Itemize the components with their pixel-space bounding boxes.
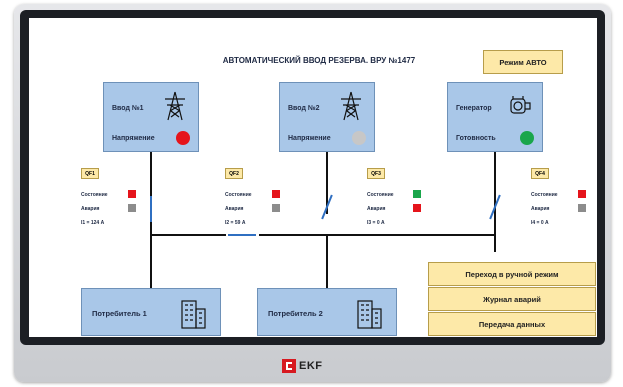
consumer-name: Потребитель 2 (268, 309, 323, 318)
source-input-1[interactable]: Ввод №1 Напряжение (103, 82, 199, 152)
qf1-state-label: Состояние (81, 192, 108, 198)
qf4-fault-indicator (578, 204, 586, 212)
qf3-current: I3 = 0 А (367, 220, 385, 226)
consumer2-feed-line (326, 236, 328, 288)
qf4-fault-label: Авария (531, 206, 550, 212)
bus-tie-switch (228, 234, 256, 236)
brand-logo: EKF (282, 357, 352, 375)
consumer-1[interactable]: Потребитель 1 (81, 288, 221, 336)
source2-feed-line (326, 152, 328, 214)
voltage-lamp (352, 131, 366, 145)
hmi-device: АВТОМАТИЧЕСКИЙ ВВОД РЕЗЕРВА. ВРУ №1477 Р… (14, 4, 611, 382)
power-tower-icon (165, 91, 185, 121)
control-panel: Переход в ручной режим Журнал аварий Пер… (428, 262, 596, 337)
source-status-label: Напряжение (112, 135, 155, 142)
qf4-label[interactable]: QF4 (531, 168, 549, 179)
main-bus-left (150, 234, 226, 236)
qf3-fault-label: Авария (367, 206, 386, 212)
source-name: Генератор (456, 105, 492, 112)
brand-name: EKF (299, 360, 323, 372)
qf2-label[interactable]: QF2 (225, 168, 243, 179)
consumer-2[interactable]: Потребитель 2 (257, 288, 397, 336)
ekf-logo-icon (282, 359, 296, 373)
qf1-current: I1 = 124 А (81, 220, 105, 226)
qf2-fault-indicator (272, 204, 280, 212)
source-input-2[interactable]: Ввод №2 Напряжение (279, 82, 375, 152)
screen-bezel: АВТОМАТИЧЕСКИЙ ВВОД РЕЗЕРВА. ВРУ №1477 Р… (20, 10, 605, 345)
qf1-label[interactable]: QF1 (81, 168, 99, 179)
qf2-fault-label: Авария (225, 206, 244, 212)
source-status-label: Напряжение (288, 135, 331, 142)
qf4-current: I4 = 0 А (531, 220, 549, 226)
page-title: АВТОМАТИЧЕСКИЙ ВВОД РЕЗЕРВА. ВРУ №1477 (222, 56, 416, 65)
qf2-state-label: Состояние (225, 192, 252, 198)
qf1-fault-label: Авария (81, 206, 100, 212)
source-name: Ввод №2 (288, 105, 320, 112)
consumer1-feed-line (150, 252, 152, 288)
building-icon (357, 300, 382, 329)
source-name: Ввод №1 (112, 105, 144, 112)
consumer-name: Потребитель 1 (92, 309, 147, 318)
main-bus-right (259, 234, 496, 236)
source-generator[interactable]: Генератор Готовность (447, 82, 543, 152)
qf3-label[interactable]: QF3 (367, 168, 385, 179)
data-transfer-button[interactable]: Передача данных (428, 312, 596, 336)
qf4-state-label: Состояние (531, 192, 558, 198)
qf1-fault-indicator (128, 204, 136, 212)
alarm-log-button[interactable]: Журнал аварий (428, 287, 596, 311)
hmi-screen: АВТОМАТИЧЕСКИЙ ВВОД РЕЗЕРВА. ВРУ №1477 Р… (29, 18, 597, 337)
source-status-label: Готовность (456, 135, 496, 142)
qf2-current: I2 = 59 А (225, 220, 246, 226)
manual-mode-button[interactable]: Переход в ручной режим (428, 262, 596, 286)
ready-lamp (520, 131, 534, 145)
building-icon (181, 300, 206, 329)
qf3-state-indicator (413, 190, 421, 198)
qf3-fault-indicator (413, 204, 421, 212)
mode-auto-button[interactable]: Режим АВТО (483, 50, 563, 74)
qf1-switch[interactable] (150, 196, 152, 222)
power-tower-icon (341, 91, 361, 121)
qf2-state-indicator (272, 190, 280, 198)
qf4-state-indicator (578, 190, 586, 198)
qf1-state-indicator (128, 190, 136, 198)
generator-icon (510, 96, 531, 114)
voltage-lamp (176, 131, 190, 145)
qf3-state-label: Состояние (367, 192, 394, 198)
